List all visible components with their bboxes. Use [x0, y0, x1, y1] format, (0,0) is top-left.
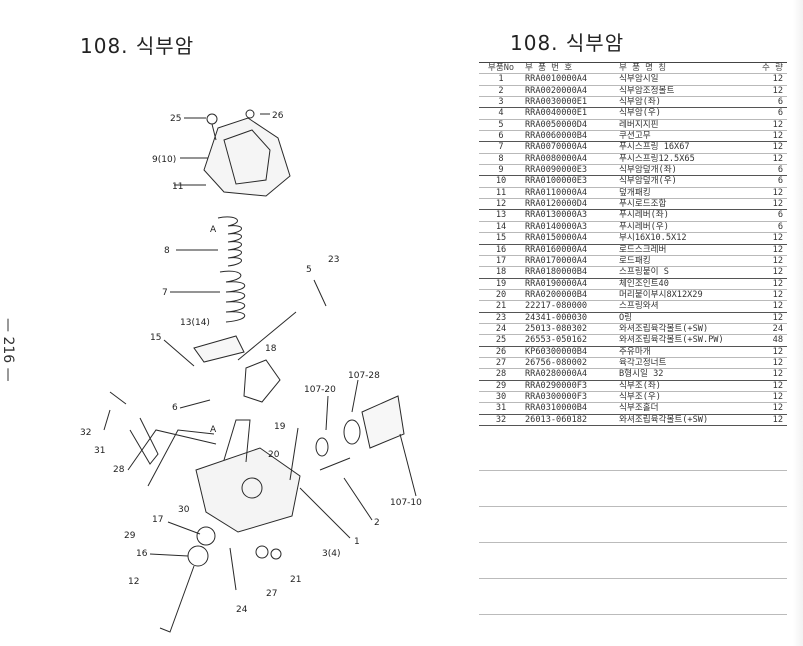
callout-30: 30: [178, 505, 190, 515]
exploded-parts-diagram: 25 26 9(10) 11 A 8 7 5 23 13(14) 15 18 6…: [80, 109, 422, 633]
table-header: 부품No 부 품 번 호 부 품 명 칭 수 량: [479, 63, 787, 75]
callout-a: A: [210, 225, 217, 235]
callout-107-10: 107-10: [390, 498, 422, 508]
callout-2: 2: [374, 518, 380, 528]
callout-6: 6: [172, 403, 178, 413]
callout-26: 26: [272, 111, 284, 121]
callout-17: 17: [152, 515, 163, 525]
callout-19: 19: [274, 422, 286, 432]
blank-table-line: [479, 506, 787, 507]
callout-21: 21: [290, 575, 301, 585]
callout-18: 18: [265, 344, 277, 354]
callout-16: 16: [136, 549, 148, 559]
callout-25: 25: [170, 114, 181, 124]
callout-29: 29: [124, 531, 136, 541]
callout-13-14: 13(14): [180, 318, 210, 328]
callout-32: 32: [80, 428, 91, 438]
callout-24: 24: [236, 605, 248, 615]
callout-7: 7: [162, 288, 168, 298]
callout-107-28: 107-28: [348, 371, 380, 381]
callout-3-4: 3(4): [322, 549, 340, 559]
callout-a-lower: A: [210, 425, 217, 435]
header-code: 부 품 번 호: [525, 63, 573, 73]
header-no: 부품No: [487, 63, 515, 73]
callout-9-10: 9(10): [152, 155, 176, 165]
header-qty: 수 량: [762, 63, 783, 73]
callout-23: 23: [328, 255, 339, 265]
callout-107-20: 107-20: [304, 385, 336, 395]
blank-table-line: [479, 578, 787, 579]
callout-8: 8: [164, 246, 170, 256]
diagram-title: 108. 식부암: [80, 34, 195, 58]
page-edge: [793, 0, 803, 646]
callout-15: 15: [150, 333, 161, 343]
callout-1: 1: [354, 537, 360, 547]
callout-12: 12: [128, 577, 139, 587]
header-name: 부 품 명 칭: [619, 63, 667, 73]
callout-27: 27: [266, 589, 277, 599]
callout-11: 11: [172, 182, 183, 192]
blank-table-line: [479, 470, 787, 471]
blank-table-line: [479, 614, 787, 615]
blank-table-line: [479, 542, 787, 543]
parts-list-title: 108. 식부암: [510, 31, 625, 55]
callout-28: 28: [113, 465, 125, 475]
callout-5: 5: [306, 265, 312, 275]
callout-20: 20: [268, 450, 280, 460]
callout-31: 31: [94, 446, 105, 456]
